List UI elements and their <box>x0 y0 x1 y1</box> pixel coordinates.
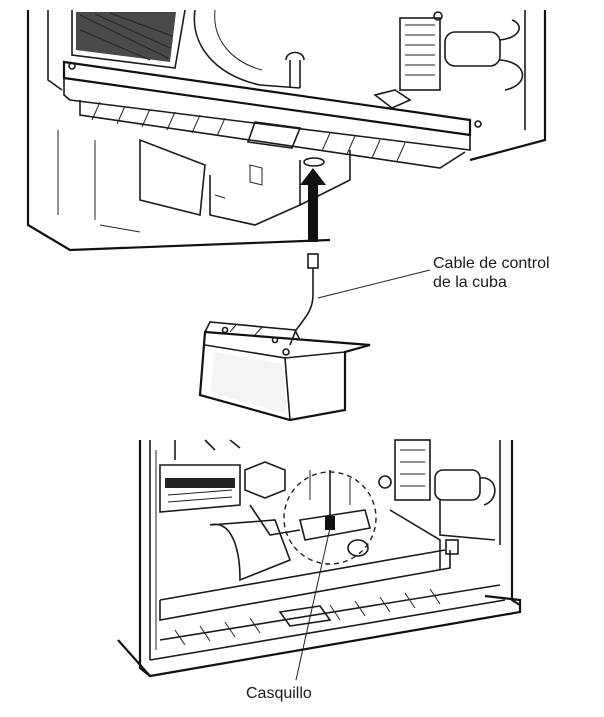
lower-housing-left-wall <box>138 440 151 677</box>
cable-callout-line-2: de la cuba <box>433 274 507 291</box>
cable-connector <box>307 253 319 269</box>
cable-callout-leader <box>317 269 431 299</box>
ribbed-tray-plate <box>62 60 482 169</box>
insertion-arrow <box>300 168 326 242</box>
inner-panel-left <box>139 138 206 217</box>
lower-bracket <box>209 519 292 582</box>
tray-hole <box>303 157 325 167</box>
control-cable <box>289 268 314 346</box>
motor-housing <box>193 9 301 89</box>
bushing <box>325 516 335 530</box>
upper-unit-illustration <box>26 9 547 252</box>
float-tray-illustration <box>198 253 371 422</box>
lower-base <box>117 594 522 678</box>
hook-bracket <box>285 51 305 88</box>
casquillo-callout-leader <box>295 527 331 681</box>
magnified-detail <box>283 470 377 565</box>
control-block <box>159 439 286 513</box>
inner-bracket <box>209 160 301 226</box>
casquillo-callout-label: Casquillo <box>246 685 312 702</box>
tray-shelf <box>159 550 451 621</box>
valve-assembly <box>373 11 524 109</box>
tray-body <box>198 330 371 422</box>
upper-housing-right-wall <box>469 10 547 162</box>
cable-callout-line-1: Cable de control <box>433 255 550 272</box>
right-mechanism <box>378 439 496 570</box>
cable-callout-label: Cable de control de la cuba <box>433 254 550 292</box>
upper-housing-left-wall <box>26 10 331 252</box>
lower-unit-illustration <box>117 439 522 678</box>
lower-housing-right-wall <box>510 440 521 606</box>
fan-grille <box>71 9 186 69</box>
